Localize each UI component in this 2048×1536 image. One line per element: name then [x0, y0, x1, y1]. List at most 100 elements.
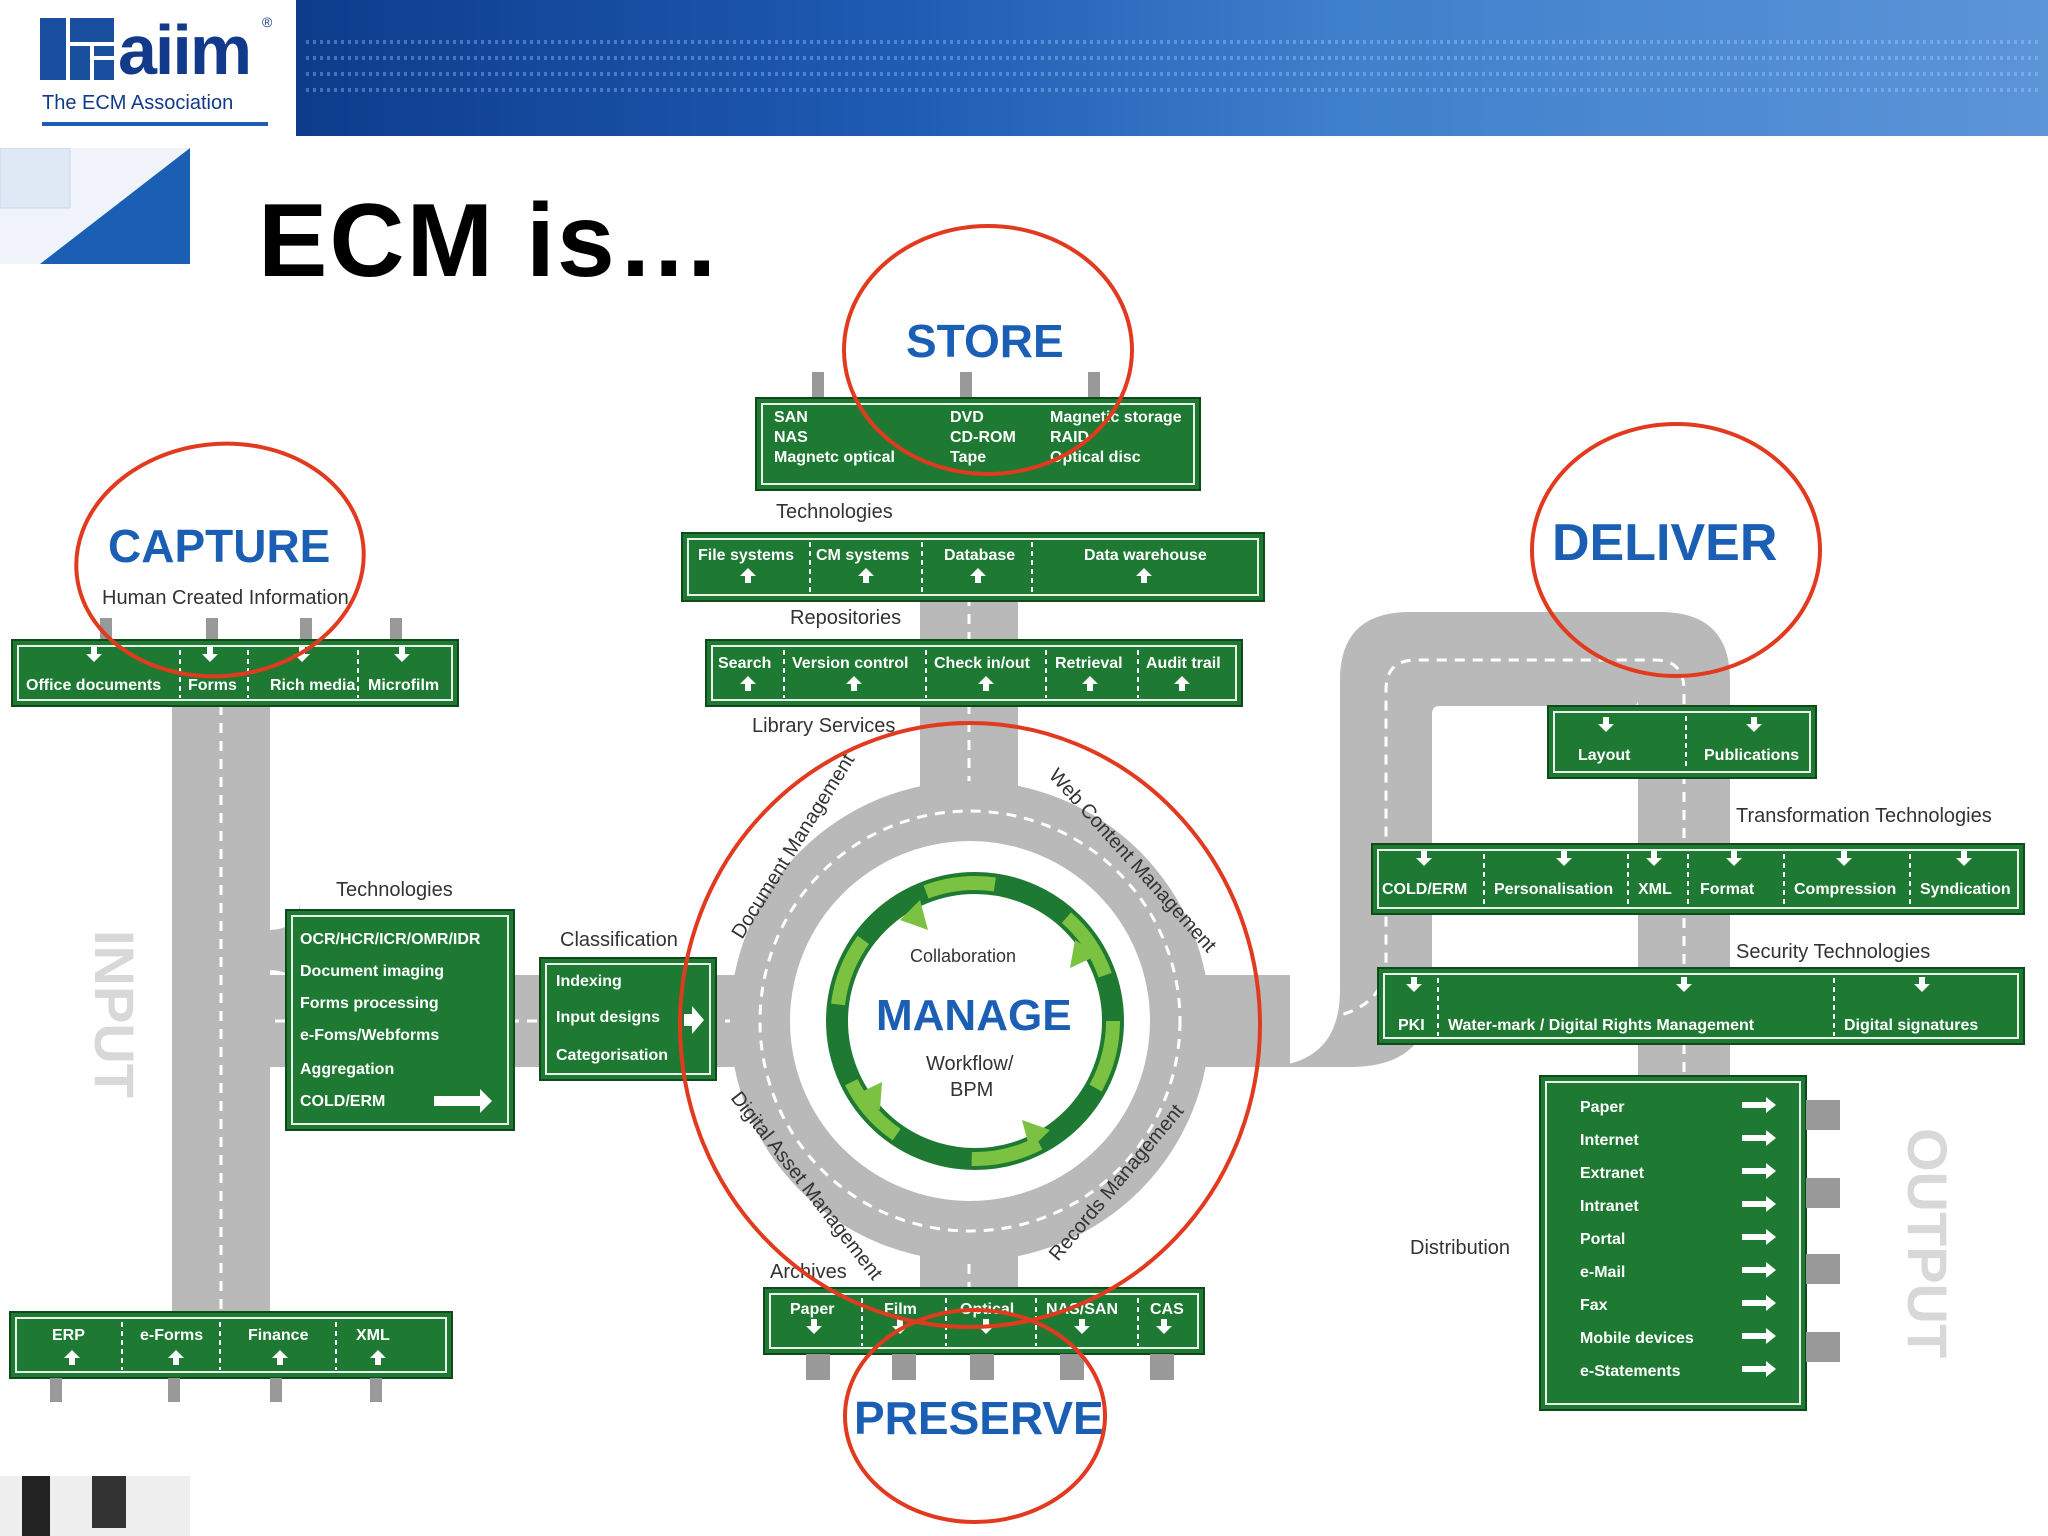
distribution-arrows: [1742, 1097, 1776, 1377]
classification-item: Input designs: [556, 1009, 660, 1026]
classification-label: Classification: [560, 929, 678, 951]
deliver-top-item: Publications: [1704, 747, 1799, 764]
distribution-item: Mobile devices: [1580, 1330, 1694, 1347]
repo-item: File systems: [698, 547, 794, 564]
distribution-item: Internet: [1580, 1132, 1639, 1149]
manage-ring: [826, 872, 1124, 1170]
store-tech-item: SAN: [774, 409, 808, 426]
workflow-label: Workflow/: [926, 1053, 1014, 1075]
capture-bottom-item: ERP: [52, 1327, 85, 1344]
capture-bottom-sign: [9, 1311, 453, 1379]
transform-sign: [1371, 843, 2025, 915]
distribution-posts: [1806, 1100, 1840, 1362]
store-tech-item: Magnetc optical: [774, 449, 895, 466]
distribution-item: Intranet: [1580, 1198, 1639, 1215]
store-tech-label: Technologies: [776, 501, 893, 523]
store-tech-item: Optical disc: [1050, 449, 1141, 466]
store-repos-sign: [681, 532, 1265, 602]
capture-sign-item: Office documents: [26, 677, 161, 694]
preserve-title: PRESERVE: [854, 1392, 1104, 1444]
deliver-top-sign: [1547, 705, 1817, 779]
input-side-label: INPUT: [83, 930, 146, 1098]
capture-posts: [100, 618, 402, 640]
repo-item: Data warehouse: [1084, 547, 1207, 564]
capture-tech-item: COLD/ERM: [300, 1093, 385, 1110]
store-posts: [812, 372, 1100, 402]
store-tech-item: DVD: [950, 409, 984, 426]
library-item: Audit trail: [1146, 655, 1221, 672]
distribution-item: Fax: [1580, 1297, 1608, 1314]
preserve-item: Film: [884, 1301, 917, 1318]
capture-tech-label: Technologies: [336, 879, 453, 901]
security-sign: [1377, 967, 2025, 1045]
capture-tech-item: Aggregation: [300, 1061, 394, 1078]
transform-item: COLD/ERM: [1382, 881, 1467, 898]
output-side-label: OUTPUT: [1896, 1128, 1959, 1358]
aiim-logo-icon: [40, 18, 114, 80]
classification-item: Categorisation: [556, 1047, 668, 1064]
store-tech-item: Magnetic storage: [1050, 409, 1182, 426]
red-annotation-circles: [74, 224, 1822, 1524]
classification-sign: [539, 957, 717, 1081]
repo-item: Database: [944, 547, 1015, 564]
header-banner: [296, 0, 2048, 136]
library-item: Retrieval: [1055, 655, 1123, 672]
logo-registered-mark: ®: [262, 14, 273, 30]
bottom-photo-fragment: [0, 1476, 190, 1536]
preserve-item: Paper: [790, 1301, 834, 1318]
deliver-title: DELIVER: [1552, 514, 1777, 572]
logo-tagline: The ECM Association: [42, 92, 234, 114]
manage-highlight-circle: [678, 721, 1262, 1329]
corner-decoration: [0, 148, 190, 264]
capture-highlight-circle: [74, 441, 366, 679]
store-library-label: Library Services: [752, 715, 895, 737]
capture-subtitle: Human Created Information: [102, 587, 349, 609]
transform-item: Syndication: [1920, 881, 2011, 898]
capture-sign-item: Rich media: [270, 677, 355, 694]
distribution-item: e-Statements: [1580, 1363, 1681, 1380]
store-tech-item: Tape: [950, 449, 986, 466]
capture-title: CAPTURE: [108, 520, 330, 572]
capture-bottom-item: XML: [356, 1327, 390, 1344]
capture-tech-item: e-Foms/Webforms: [300, 1027, 439, 1044]
deliver-top-item: Layout: [1578, 747, 1631, 764]
capture-bottom-item: Finance: [248, 1327, 309, 1344]
library-item: Check in/out: [934, 655, 1031, 672]
capture-bottom-posts: [50, 1378, 382, 1402]
transform-item: Personalisation: [1494, 881, 1613, 898]
classification-item: Indexing: [556, 973, 622, 990]
transform-item: Compression: [1794, 881, 1896, 898]
capture-sign: [11, 639, 459, 707]
distribution-item: Portal: [1580, 1231, 1625, 1248]
library-item: Search: [718, 655, 771, 672]
distribution-item: Paper: [1580, 1099, 1624, 1116]
capture-sign-item: Forms: [188, 677, 237, 694]
distribution-label: Distribution: [1410, 1237, 1510, 1259]
transform-label: Transformation Technologies: [1736, 805, 1992, 827]
store-library-sign: [705, 639, 1243, 707]
capture-bottom-item: e-Forms: [140, 1327, 203, 1344]
archives-label: Archives: [770, 1261, 847, 1283]
store-highlight-circle: [842, 224, 1134, 476]
distribution-item: e-Mail: [1580, 1264, 1625, 1281]
preserve-posts: [806, 1354, 1174, 1380]
preserve-highlight-circle: [843, 1308, 1107, 1524]
store-tech-item: CD-ROM: [950, 429, 1016, 446]
deliver-highlight-circle: [1530, 422, 1822, 678]
preserve-item: NAS/SAN: [1046, 1301, 1118, 1318]
manage-title: MANAGE: [876, 991, 1072, 1040]
logo-brand: aiim: [118, 11, 252, 89]
capture-tech-item: Forms processing: [300, 995, 439, 1012]
security-item: Digital signatures: [1844, 1017, 1978, 1034]
aiim-logo[interactable]: aiim ® The ECM Association: [0, 0, 293, 136]
transform-item: Format: [1700, 881, 1755, 898]
distribution-items: Paper Internet Extranet Intranet Portal …: [1580, 1099, 1694, 1380]
repo-item: CM systems: [816, 547, 909, 564]
security-label: Security Technologies: [1736, 941, 1930, 963]
security-item: PKI: [1398, 1017, 1425, 1034]
store-tech-item: NAS: [774, 429, 808, 446]
distribution-sign: [1539, 1075, 1807, 1411]
transform-item: XML: [1638, 881, 1672, 898]
store-title: STORE: [906, 315, 1064, 367]
